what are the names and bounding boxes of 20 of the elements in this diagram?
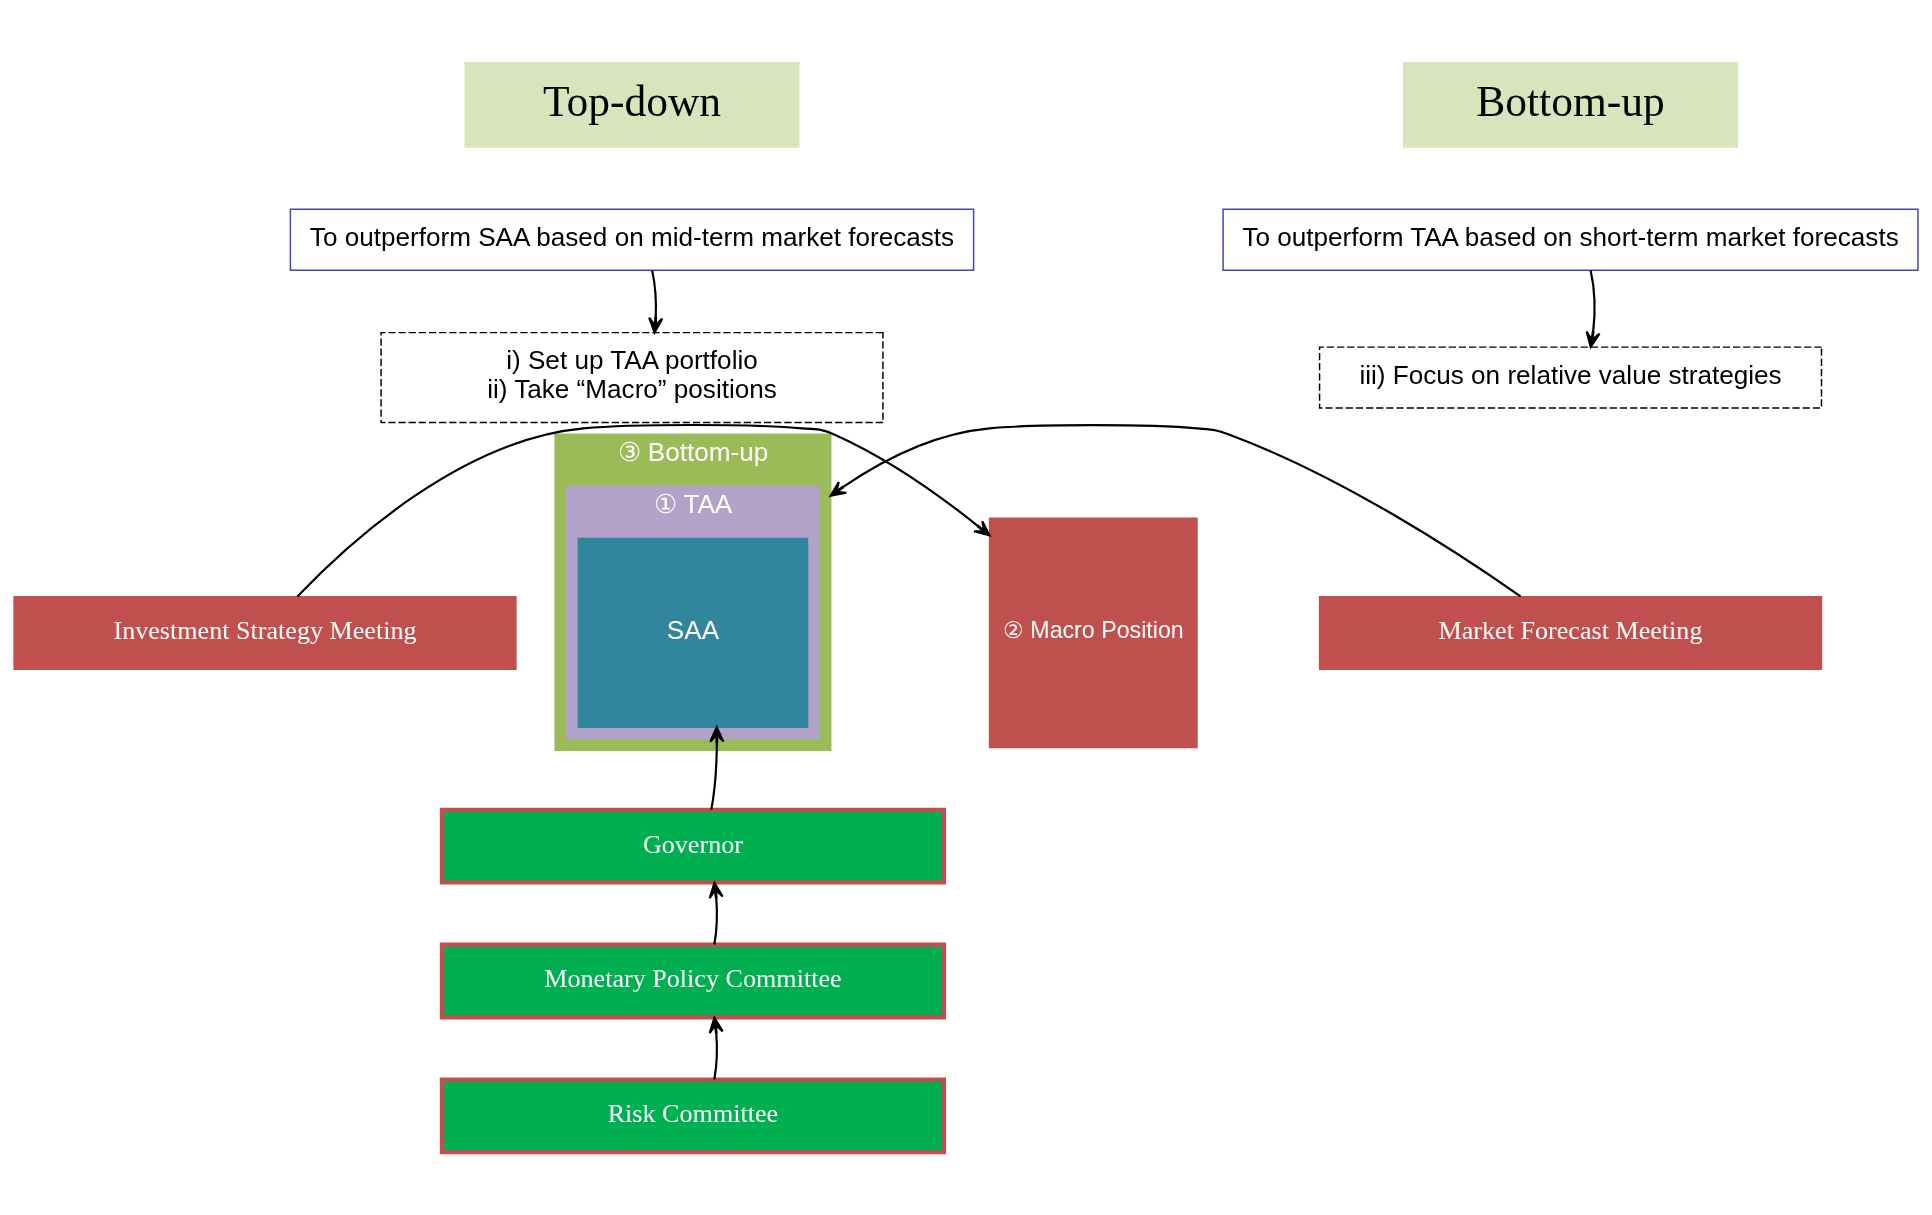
arrow	[829, 424, 1522, 598]
node-box: ② Macro Position	[988, 517, 1198, 749]
arrow	[1585, 270, 1601, 348]
arrow	[709, 726, 725, 810]
node-box: Market Forecast Meeting	[1318, 595, 1823, 670]
node-box: iii) Focus on relative value strategies	[1318, 346, 1823, 409]
node-box: Governor	[439, 807, 947, 885]
node-box: To outperform TAA based on short-term market forecasts	[1222, 208, 1919, 271]
arrow	[708, 881, 724, 945]
node-box: Monetary Policy Committee	[439, 942, 947, 1020]
node-box: Top-down	[464, 62, 800, 148]
node-box: SAA	[577, 537, 809, 728]
arrow	[296, 423, 991, 598]
node-box: Investment Strategy Meeting	[13, 595, 517, 670]
node-box: Bottom-up	[1403, 62, 1739, 148]
arrow	[648, 270, 664, 334]
node-box: Risk Committee	[439, 1077, 947, 1155]
node-box: To outperform SAA based on mid-term market forecasts	[289, 208, 975, 271]
node-box: i) Set up TAA portfolio ii) Take “Macro” positions	[380, 331, 884, 424]
arrow	[708, 1016, 724, 1080]
